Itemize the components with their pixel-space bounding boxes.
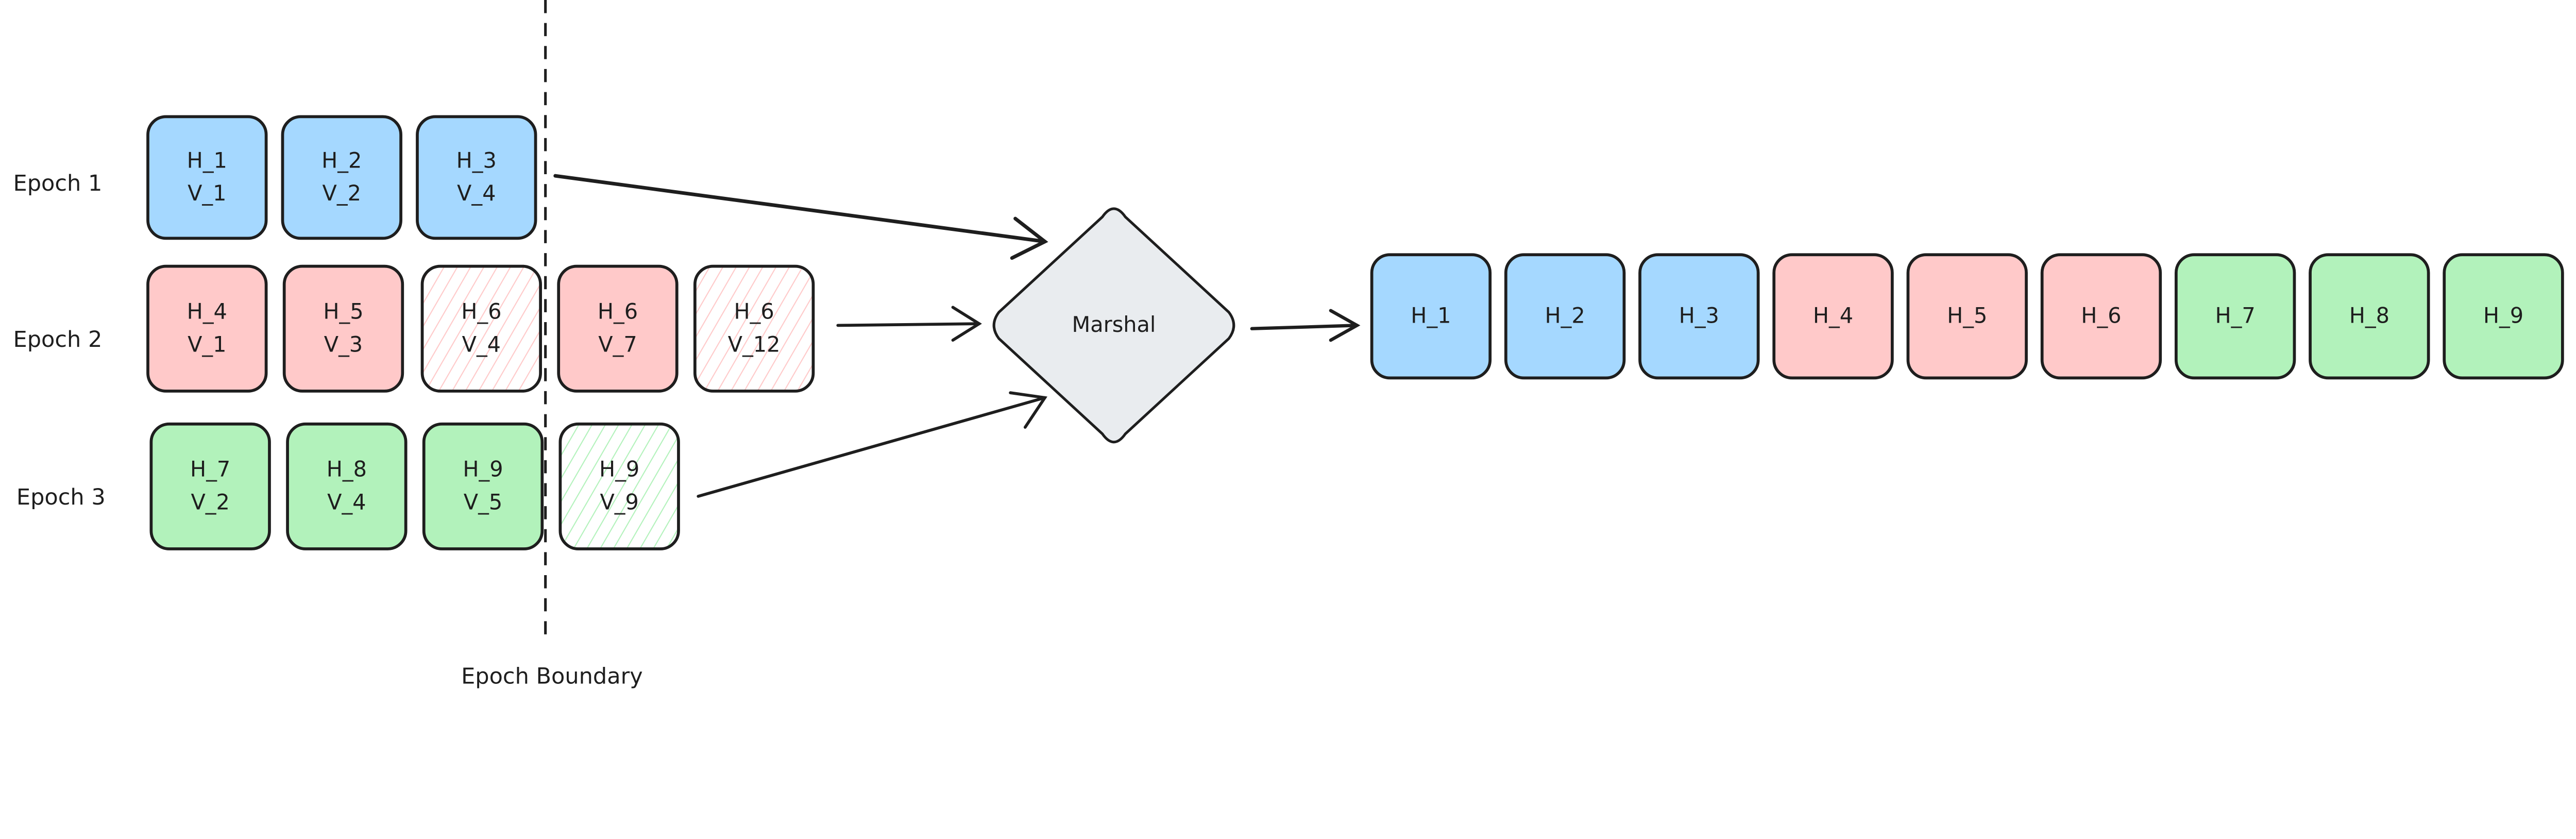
- discarded-block: H_9V_9: [558, 422, 680, 550]
- output-block-shape: [2443, 253, 2564, 380]
- discarded-block: H_6V_12: [693, 264, 815, 393]
- block-shape: [149, 422, 271, 550]
- item-h-label: H_9: [599, 457, 639, 482]
- block: H_4V_1: [146, 264, 268, 393]
- item-h-label: H_9: [2483, 304, 2523, 328]
- arrow-epoch1-to-marshal: [553, 174, 1048, 260]
- output-block: H_3: [1638, 253, 1760, 380]
- output-block: H_1: [1370, 253, 1492, 380]
- output-block: H_8: [2309, 253, 2430, 380]
- epoch-row-3: Epoch 3H_7V_2H_8V_4H_9V_5H_9V_9: [16, 422, 680, 550]
- block: H_3V_4: [416, 115, 537, 240]
- output-block-shape: [2174, 253, 2296, 380]
- item-h-label: H_1: [1411, 304, 1451, 328]
- discarded-block-shape: [558, 422, 680, 550]
- output-sequence: H_1 H_2 H_3 H_4 H_5 H_6 H_7 H_8 H_9: [1370, 253, 2564, 380]
- item-v-label: V_3: [324, 332, 363, 357]
- item-h-label: H_3: [456, 148, 497, 173]
- item-v-label: V_1: [188, 332, 226, 357]
- marshal-diamond: [992, 207, 1235, 444]
- discarded-block-shape: [693, 264, 815, 393]
- output-block: H_9: [2443, 253, 2564, 380]
- arrow-marshal-to-output: [1250, 309, 1361, 342]
- block: H_5V_3: [282, 264, 404, 393]
- item-v-label: V_7: [598, 332, 637, 357]
- arrow-epoch3-to-marshal: [697, 391, 1047, 498]
- block-shape: [282, 264, 404, 393]
- output-block-shape: [1772, 253, 1894, 380]
- item-h-label: H_7: [190, 457, 230, 482]
- epoch-label: Epoch 2: [13, 327, 103, 353]
- block-shape: [557, 264, 679, 393]
- item-h-label: H_6: [461, 299, 501, 324]
- item-h-label: H_8: [2349, 304, 2389, 328]
- output-block: H_5: [1906, 253, 2028, 380]
- output-block: H_7: [2174, 253, 2296, 380]
- item-h-label: H_4: [187, 299, 227, 324]
- item-h-label: H_2: [321, 148, 362, 173]
- epoch-boundary-label: Epoch Boundary: [461, 664, 643, 690]
- marshal-label: Marshal: [1072, 312, 1156, 337]
- item-h-label: H_7: [2215, 304, 2256, 328]
- epoch-row-1: Epoch 1H_1V_1H_2V_2H_3V_4: [13, 115, 537, 240]
- output-block-shape: [1370, 253, 1492, 380]
- discarded-block-shape: [420, 264, 542, 393]
- item-v-label: V_4: [462, 332, 501, 357]
- output-block: H_6: [2040, 253, 2162, 380]
- item-v-label: V_9: [600, 490, 638, 515]
- block-shape: [146, 264, 268, 393]
- arrow-epoch2-to-marshal: [836, 306, 982, 342]
- item-h-label: H_5: [323, 299, 363, 324]
- item-v-label: V_4: [327, 490, 366, 515]
- block-shape: [281, 115, 402, 240]
- output-block-shape: [2309, 253, 2430, 380]
- item-h-label: H_2: [1545, 304, 1585, 328]
- item-h-label: H_9: [463, 457, 503, 482]
- block-shape: [416, 115, 537, 240]
- epoch-row-2: Epoch 2H_4V_1H_5V_3H_6V_4H_6V_7H_6V_12: [13, 264, 815, 393]
- item-h-label: H_1: [187, 148, 227, 173]
- block: H_9V_5: [422, 422, 544, 550]
- output-block-shape: [2040, 253, 2162, 380]
- block: H_8V_4: [286, 422, 408, 550]
- item-h-label: H_6: [2081, 304, 2121, 328]
- epoch-label: Epoch 3: [16, 484, 106, 510]
- output-block-shape: [1638, 253, 1760, 380]
- output-block: H_4: [1772, 253, 1894, 380]
- block-shape: [146, 115, 268, 240]
- block: H_7V_2: [149, 422, 271, 550]
- item-v-label: V_4: [457, 181, 496, 206]
- item-h-label: H_6: [598, 299, 638, 324]
- item-h-label: H_4: [1813, 304, 1853, 328]
- item-v-label: V_12: [728, 332, 781, 357]
- item-h-label: H_5: [1947, 304, 1987, 328]
- output-block: H_2: [1504, 253, 1626, 380]
- epoch-label: Epoch 1: [13, 171, 103, 196]
- block-shape: [422, 422, 544, 550]
- discarded-block: H_6V_4: [420, 264, 542, 393]
- output-block-shape: [1906, 253, 2028, 380]
- item-v-label: V_1: [188, 181, 226, 206]
- item-v-label: V_2: [191, 490, 229, 515]
- output-block-shape: [1504, 253, 1626, 380]
- block: H_6V_7: [557, 264, 679, 393]
- item-h-label: H_6: [734, 299, 774, 324]
- item-v-label: V_2: [323, 181, 361, 206]
- item-h-label: H_8: [327, 457, 367, 482]
- block: H_1V_1: [146, 115, 268, 240]
- item-v-label: V_5: [464, 490, 502, 515]
- item-h-label: H_3: [1679, 304, 1719, 328]
- marshal-node: Marshal: [992, 207, 1235, 444]
- block: H_2V_2: [281, 115, 402, 240]
- block-shape: [286, 422, 408, 550]
